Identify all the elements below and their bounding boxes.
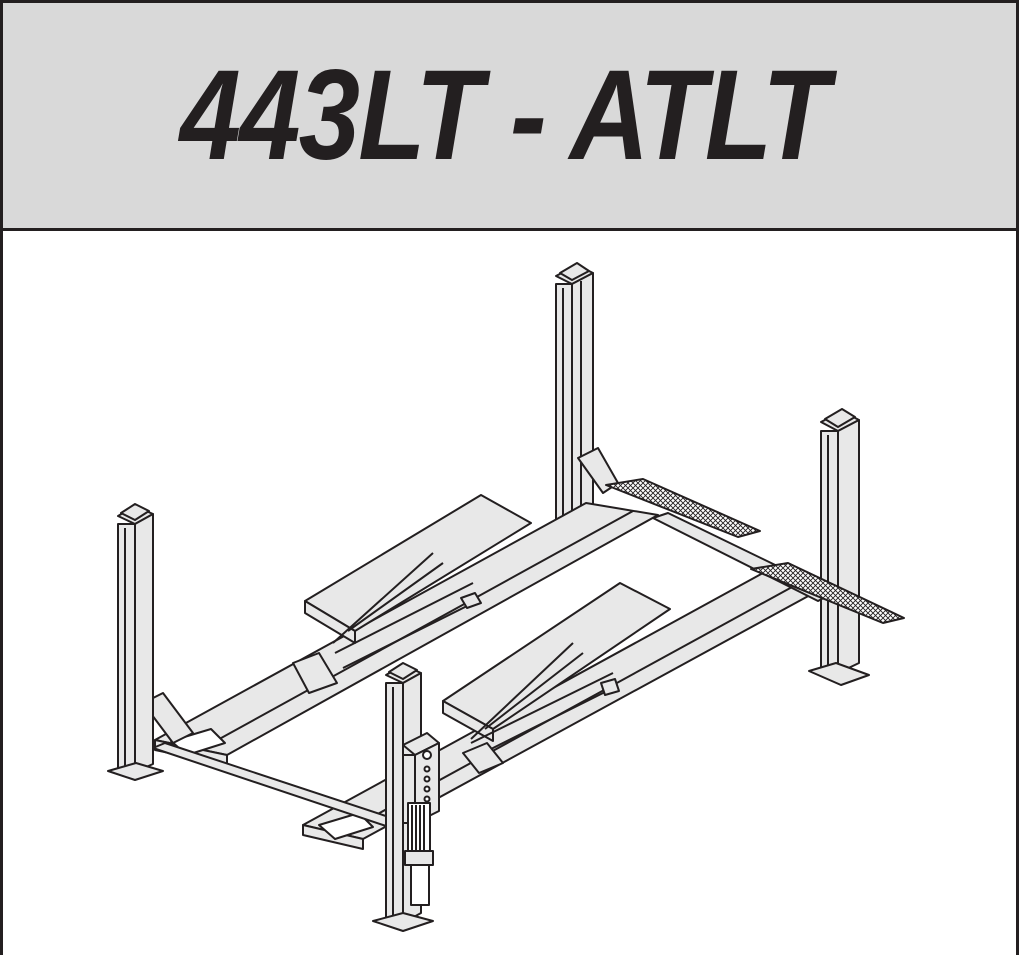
post-back-right: [808, 408, 870, 686]
lift-illustration: [3, 231, 1016, 955]
hydraulic-motor: [404, 802, 434, 906]
scissor-jack-right: [442, 582, 671, 774]
scissor-jack-left: [292, 494, 532, 694]
post-front-left: [107, 503, 164, 781]
lift-drawing: [107, 262, 905, 932]
approach-ramp-left: [605, 478, 761, 538]
title-banner: 443LT - ATLT: [3, 3, 1016, 231]
post-back-left: [555, 262, 594, 525]
approach-ramp-right: [750, 562, 905, 624]
model-title: 443LT - ATLT: [179, 43, 830, 187]
